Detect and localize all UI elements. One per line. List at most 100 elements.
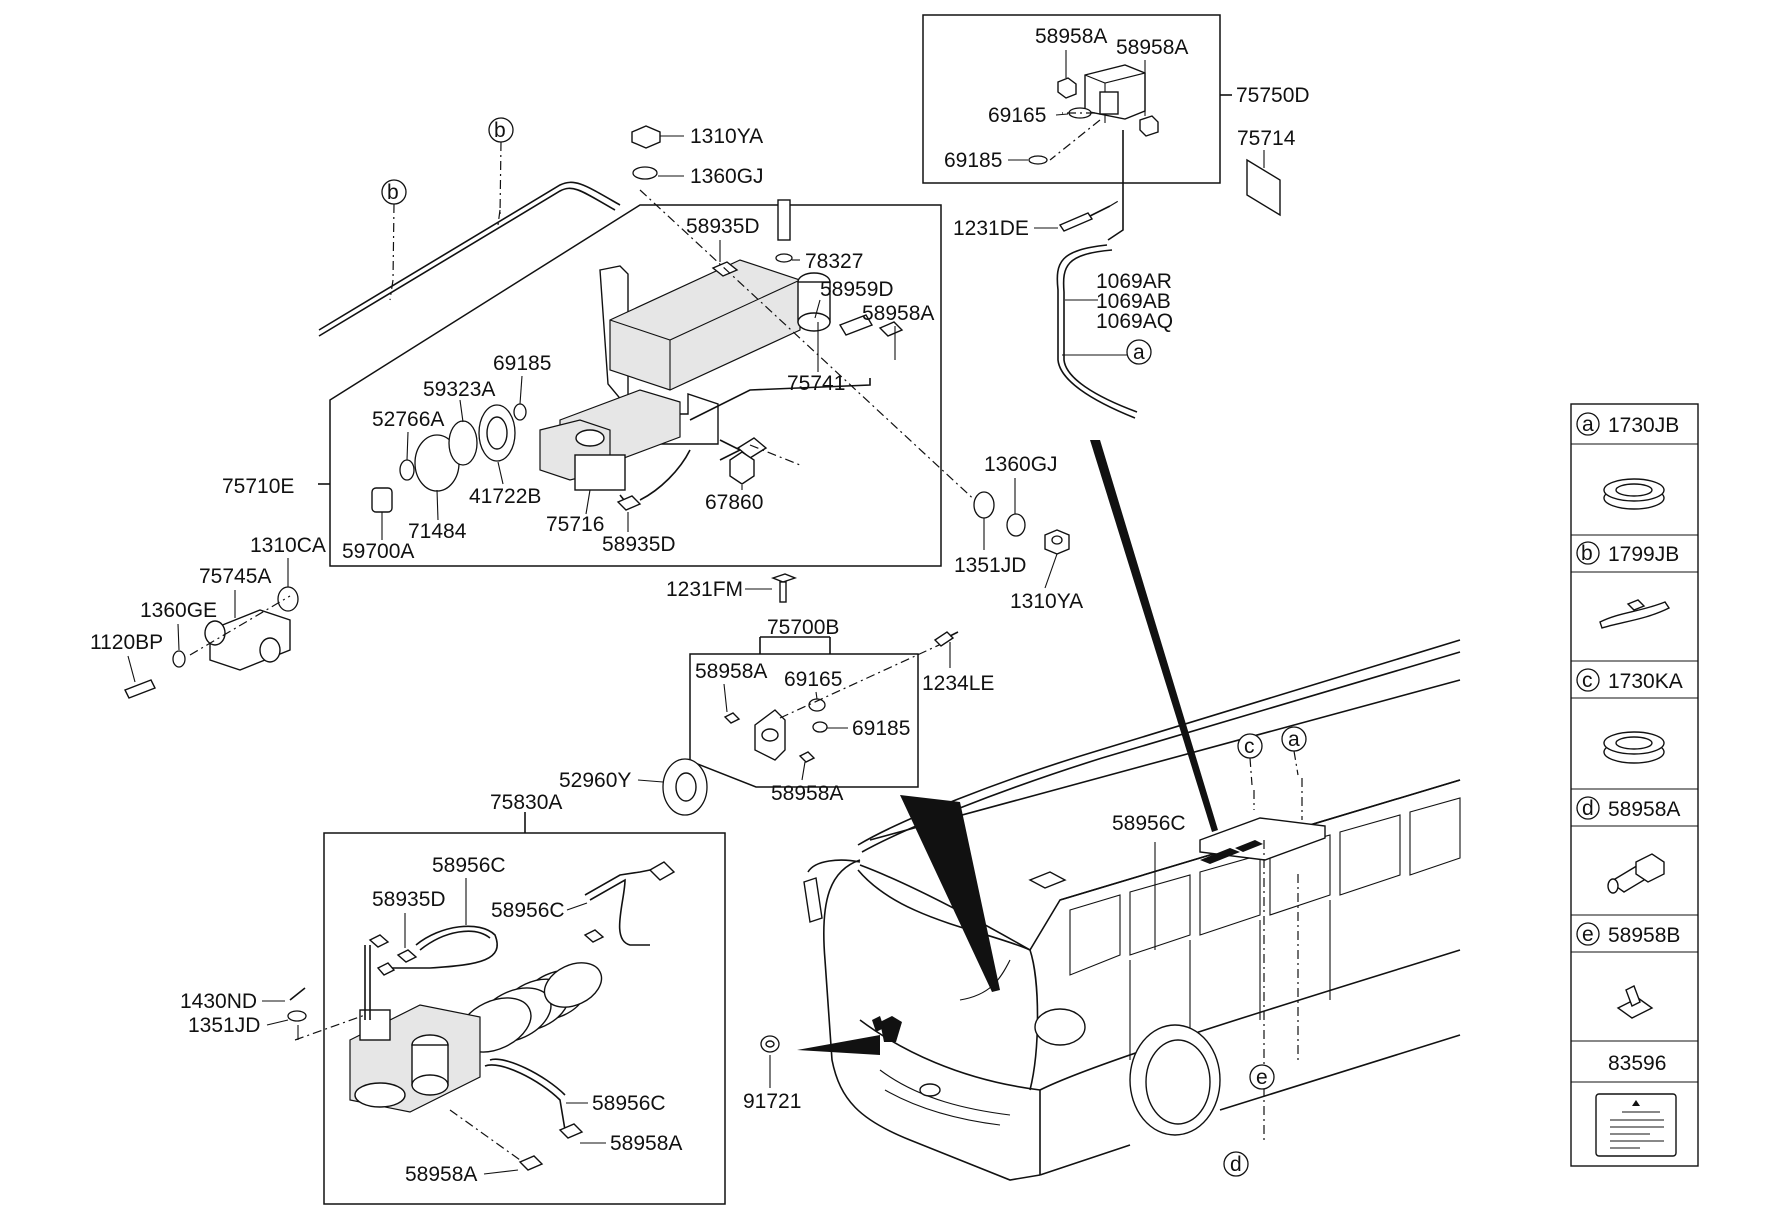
ref-marker-b-2: b: [381, 179, 407, 281]
callout-58958a-spring-right: 58958A: [610, 1132, 682, 1155]
tube-1069: [1056, 244, 1138, 419]
callout-1430nd: 1430ND: [180, 990, 257, 1013]
svg-text:c: c: [1582, 669, 1593, 692]
ref-marker-e-bus: e: [1249, 1064, 1275, 1090]
callout-41722b: 41722B: [469, 485, 541, 508]
callout-69185-main: 69185: [493, 352, 551, 375]
callout-58958a-main: 58958A: [862, 302, 934, 325]
callout-1231fm: 1231FM: [666, 578, 743, 601]
callout-labels: 1310YA 1360GJ 58935D 78327 58959D 58958A…: [90, 25, 1310, 1186]
callout-58958a-bracket-bottom: 58958A: [771, 782, 843, 805]
actuator-75745a: [124, 586, 299, 699]
pointer-wedges: [797, 440, 1218, 1055]
svg-text:a: a: [1582, 413, 1594, 436]
svg-text:c: c: [1244, 735, 1255, 758]
callout-1351jd-right: 1351JD: [954, 554, 1026, 577]
callout-52766a: 52766A: [372, 408, 444, 431]
callout-58935d-bottom: 58935D: [602, 533, 676, 556]
nut-and-washer-top: [631, 125, 661, 180]
callout-69165-bracket: 69165: [784, 668, 842, 691]
nut-and-washers-right: [973, 491, 1070, 555]
callout-69165-valve: 69165: [988, 104, 1046, 127]
callout-1234le: 1234LE: [922, 672, 994, 695]
callout-69185-bracket: 69185: [852, 717, 910, 740]
callout-71484: 71484: [408, 520, 467, 543]
callout-69185-valve: 69185: [944, 149, 1002, 172]
callout-1231de: 1231DE: [953, 217, 1029, 240]
callout-58958a-valve-left: 58958A: [1035, 25, 1107, 48]
ref-marker-d-bus: d: [1223, 1151, 1249, 1177]
legend-table: a 1730JB b 1799JB c 1730KA: [1570, 403, 1699, 1167]
ref-marker-a-tube: a: [1126, 339, 1152, 365]
legend-part-c: 1730KA: [1608, 670, 1683, 693]
valve-assembly-75750d: [922, 14, 1281, 241]
callout-58935d-spring: 58935D: [372, 888, 446, 911]
svg-text:b: b: [494, 119, 506, 142]
svg-text:a: a: [1288, 728, 1300, 751]
grommet-91721: [760, 1035, 780, 1053]
callout-58956c-bus: 58956C: [1112, 812, 1186, 835]
svg-text:e: e: [1582, 923, 1594, 946]
cable-tie-icon: [1599, 599, 1671, 629]
svg-text:d: d: [1230, 1153, 1242, 1176]
legend-part-b: 1799JB: [1608, 543, 1679, 566]
callout-59700a: 59700A: [342, 540, 414, 563]
bracket-assembly-75700b: [662, 631, 959, 816]
callout-58959d: 58959D: [820, 278, 894, 301]
ref-marker-b-1: b: [488, 117, 514, 216]
callout-58956c-c: 58956C: [592, 1092, 666, 1115]
callout-1310ya-top: 1310YA: [690, 125, 763, 148]
callout-75830a: 75830A: [490, 791, 562, 814]
callout-58956c-a: 58956C: [432, 854, 506, 877]
air-spring-assembly-75830a: [294, 812, 726, 1205]
callout-58956c-b: 58956C: [491, 899, 565, 922]
callout-67860: 67860: [705, 491, 763, 514]
legend-row-b: b 1799JB: [1576, 541, 1679, 629]
callout-1360gj-top: 1360GJ: [690, 165, 764, 188]
callout-1360gj-right: 1360GJ: [984, 453, 1058, 476]
legend-row-c: c 1730KA: [1576, 668, 1683, 764]
callout-59323a: 59323A: [423, 378, 495, 401]
svg-text:b: b: [1581, 542, 1593, 565]
legend-row-e: e 58958B: [1576, 922, 1680, 1019]
callout-1351jd-left: 1351JD: [188, 1014, 260, 1037]
svg-text:d: d: [1582, 797, 1594, 820]
callout-1360ge: 1360GE: [140, 599, 217, 622]
callout-75716: 75716: [546, 513, 604, 536]
connector-icon: [1607, 853, 1665, 894]
legend-part-a: 1730JB: [1608, 414, 1679, 437]
callout-75714: 75714: [1237, 127, 1296, 150]
svg-text:a: a: [1133, 341, 1145, 364]
callout-58958a-bracket-top: 58958A: [695, 660, 767, 683]
compressor-assembly-75710e: [318, 181, 981, 567]
tee-fitting-icon: [1616, 985, 1654, 1019]
callout-1069ab: 1069AB: [1096, 290, 1171, 313]
callout-1120bp: 1120BP: [90, 631, 163, 654]
callout-78327: 78327: [805, 250, 863, 273]
grommet-icon: [1603, 731, 1665, 764]
callout-75710e: 75710E: [222, 475, 294, 498]
callout-75741: 75741: [787, 372, 845, 395]
svg-text:b: b: [387, 181, 399, 204]
legend-part-e: 58958B: [1608, 924, 1680, 947]
callout-52960y: 52960Y: [559, 769, 631, 792]
callout-91721: 91721: [743, 1090, 801, 1113]
legend-row-d: d 58958A: [1576, 796, 1680, 894]
svg-text:e: e: [1256, 1066, 1268, 1089]
callout-58958a-spring-left: 58958A: [405, 1163, 477, 1186]
callout-1310ca: 1310CA: [250, 534, 326, 557]
callout-58935d-top: 58935D: [686, 215, 760, 238]
caution-label-icon: [1595, 1093, 1677, 1157]
grommet-icon: [1603, 478, 1665, 510]
ref-marker-a-bus: a: [1281, 726, 1307, 776]
bus-outline: [803, 639, 1461, 1181]
bellows: [458, 962, 603, 1053]
legend-row-a: a 1730JB: [1576, 412, 1679, 510]
callout-1069ar: 1069AR: [1096, 270, 1172, 293]
clip-and-washer-left: [287, 987, 307, 1040]
reference-markers: b b a c a e d: [381, 117, 1307, 1177]
callout-75700b: 75700B: [767, 616, 839, 639]
callout-1310ya-right: 1310YA: [1010, 590, 1083, 613]
legend-part-d: 58958A: [1608, 798, 1680, 821]
callout-75750d: 75750D: [1236, 84, 1310, 107]
